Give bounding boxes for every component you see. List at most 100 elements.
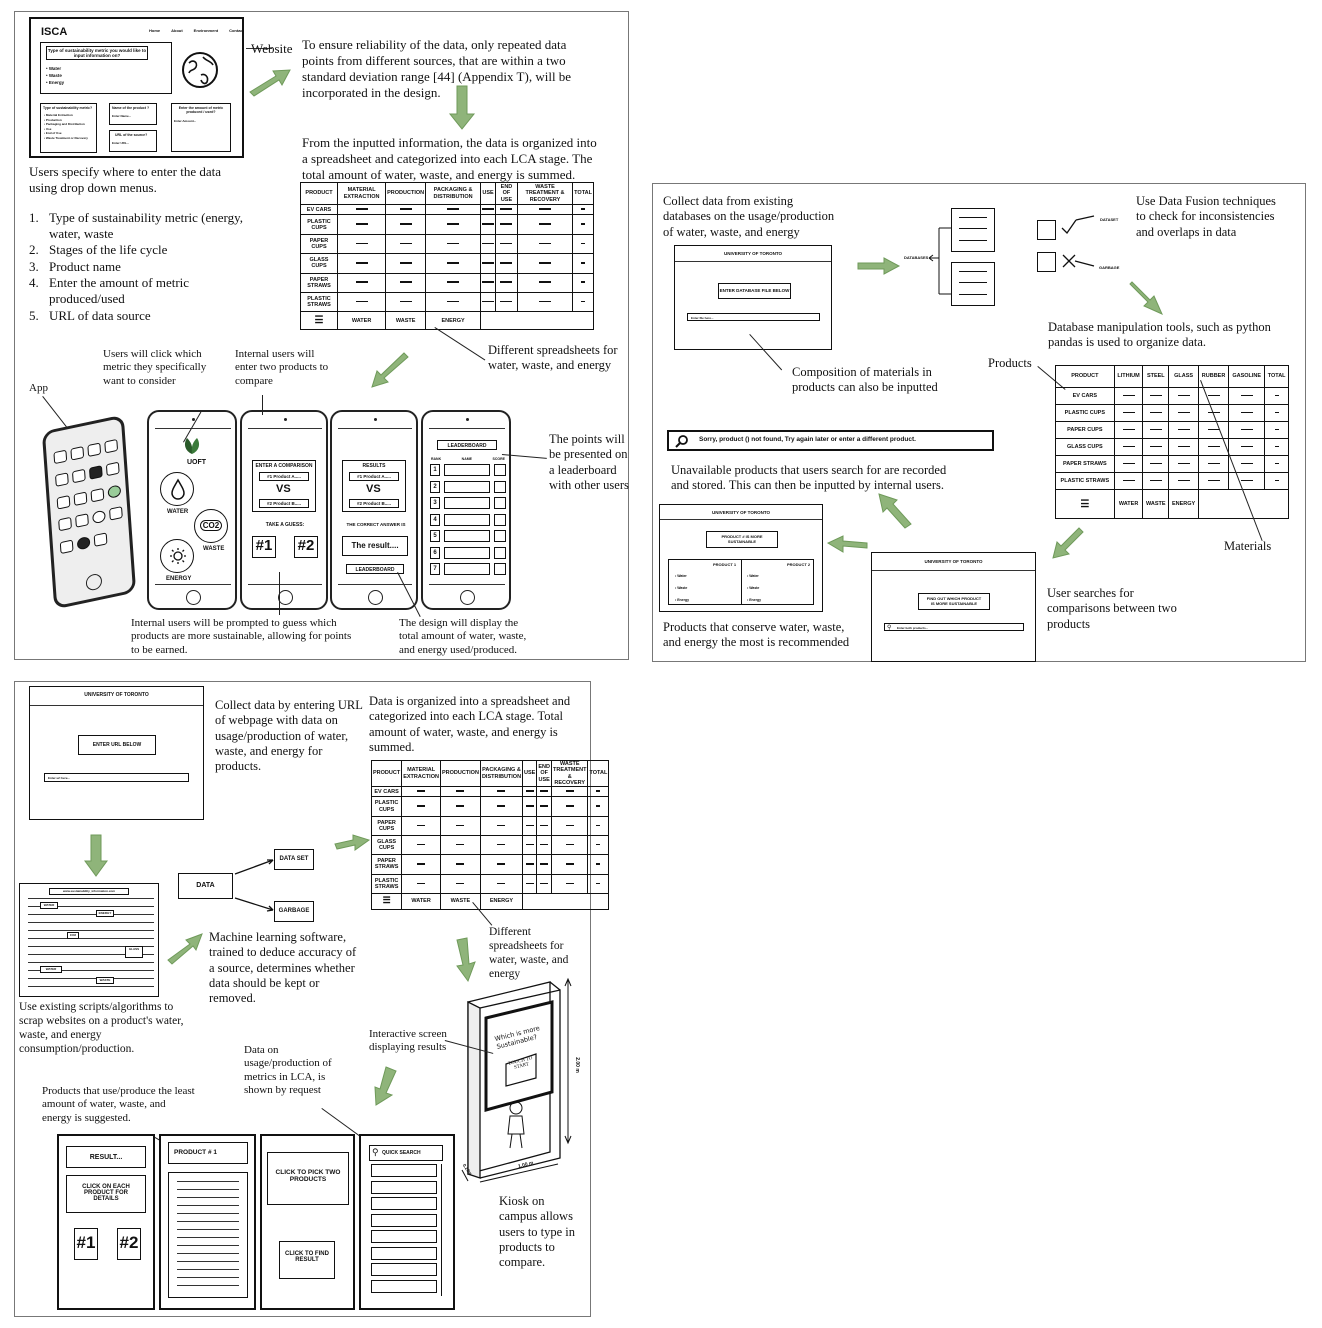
- arrow-icon: [1129, 281, 1163, 315]
- database-doc-icon: [951, 208, 995, 252]
- home-button[interactable]: [368, 590, 383, 605]
- table-row: PAPER STRAWS: [1055, 455, 1289, 473]
- field-url[interactable]: URL of the source? Enter URL...: [109, 130, 157, 152]
- search-result-row[interactable]: [371, 1279, 437, 1293]
- nav-contact[interactable]: Contact: [229, 28, 244, 33]
- result-1-button[interactable]: #1: [74, 1228, 98, 1260]
- file-input[interactable]: Enter file here...: [687, 313, 820, 321]
- scrollbar[interactable]: [441, 1164, 442, 1296]
- app-icon[interactable]: [59, 539, 74, 555]
- field-amount[interactable]: Enter the amount of metric produced / us…: [171, 103, 231, 152]
- water-drop-icon: [171, 478, 185, 500]
- table-header: MATERIAL EXTRACTION: [401, 760, 441, 787]
- quick-search-bar[interactable]: ⚲ QUICK SEARCH: [369, 1145, 443, 1161]
- result-2-button[interactable]: #2: [117, 1228, 141, 1260]
- app-icon[interactable]: [71, 468, 86, 484]
- search-result-row[interactable]: [371, 1164, 437, 1177]
- find-result-button[interactable]: CLICK TO FIND RESULT: [279, 1241, 335, 1279]
- results-phone: RESULTS #1 Product A..... VS #2 Product …: [330, 410, 418, 610]
- menu-icon[interactable]: ☰: [370, 892, 403, 911]
- app-icon[interactable]: [53, 449, 68, 465]
- enter-database-button[interactable]: ENTER DATABASE FILE BELOW: [718, 283, 791, 299]
- tab-water[interactable]: WATER: [1113, 489, 1144, 519]
- app-icon[interactable]: [107, 483, 122, 499]
- product-search-input[interactable]: ⚲ Enter both products...: [884, 623, 1024, 631]
- step-item: 2.Stages of the life cycle: [29, 242, 168, 258]
- search-result-row[interactable]: [371, 1230, 437, 1243]
- tab-water[interactable]: WATER: [401, 892, 441, 911]
- app-icon[interactable]: [58, 517, 72, 532]
- scrap-note: Use existing scripts/algorithms to scrap…: [19, 1001, 184, 1056]
- search-result-row[interactable]: [371, 1213, 437, 1227]
- text-line: [28, 898, 154, 899]
- app-icon[interactable]: [104, 438, 119, 454]
- app-icon[interactable]: [92, 510, 106, 525]
- app-icon[interactable]: [105, 461, 120, 476]
- menu-icon[interactable]: ☰: [299, 311, 339, 330]
- nav-environment[interactable]: Environment: [193, 28, 219, 33]
- water-button[interactable]: [160, 472, 194, 506]
- app-icon[interactable]: [75, 513, 89, 529]
- tab-energy[interactable]: ENERGY: [479, 892, 524, 911]
- search-result-row[interactable]: [371, 1197, 437, 1210]
- website-logo: ISCA: [41, 26, 68, 38]
- scrape-tag: GLASS: [125, 946, 143, 958]
- table-row: PLASTIC CUPS: [1055, 404, 1289, 422]
- search-result-row[interactable]: [371, 1246, 437, 1260]
- arrow-icon: [826, 535, 868, 553]
- app-grid: [53, 438, 125, 561]
- menu-icon[interactable]: ☰: [1055, 489, 1115, 519]
- home-button[interactable]: [186, 590, 201, 605]
- option-energy[interactable]: • Energy: [46, 80, 65, 86]
- url-input[interactable]: Enter url here...: [44, 773, 189, 782]
- app-icon[interactable]: [90, 487, 105, 503]
- app-icon[interactable]: [73, 491, 88, 506]
- enter-url-button[interactable]: ENTER URL BELOW: [78, 735, 156, 755]
- app-icon[interactable]: [76, 536, 91, 551]
- arrow-icon: [334, 834, 371, 851]
- prompt-note: Internal users will be prompted to guess…: [131, 617, 352, 656]
- product-b-input[interactable]: #2 Product B.....: [259, 499, 309, 508]
- waste-button[interactable]: CO2: [194, 509, 228, 543]
- table-header: GLASS: [1168, 365, 1199, 388]
- metric-question-box: Type of sustainability metric you would …: [40, 42, 172, 94]
- app-icon[interactable]: [109, 506, 123, 522]
- app-icon[interactable]: [70, 446, 85, 461]
- website-leader-line: [246, 48, 272, 49]
- option-water[interactable]: • Water: [46, 66, 62, 71]
- guess-2-button[interactable]: #2: [294, 536, 318, 558]
- database-doc-icon: [951, 262, 995, 306]
- table-header: PRODUCT: [1055, 365, 1115, 388]
- guess-1-button[interactable]: #1: [252, 536, 276, 558]
- product-a-input[interactable]: #1 Product A.....: [259, 472, 309, 481]
- app-icon[interactable]: [56, 494, 71, 510]
- conserve-note: Products that conserve water, waste, and…: [663, 620, 850, 650]
- table-header: PACKAGING & DISTRIBUTION: [479, 760, 524, 787]
- tab-energy[interactable]: ENERGY: [1168, 489, 1199, 519]
- app-icon[interactable]: [87, 442, 102, 458]
- tab-waste[interactable]: WASTE: [385, 311, 427, 330]
- website-nav: Home About Environment Contact: [149, 28, 244, 33]
- tab-water[interactable]: WATER: [337, 311, 387, 330]
- home-button[interactable]: [460, 590, 475, 605]
- option-waste[interactable]: • Waste: [46, 73, 62, 79]
- home-button[interactable]: [85, 572, 103, 592]
- home-button[interactable]: [278, 590, 293, 605]
- tab-waste[interactable]: WASTE: [439, 892, 481, 911]
- data-on-request-note: Data on usage/production of metrics in L…: [244, 1044, 332, 1097]
- app-icon[interactable]: [54, 472, 69, 487]
- field-product-name[interactable]: Name of the product ? Enter Name...: [109, 103, 157, 125]
- pick-two-button[interactable]: CLICK TO PICK TWO PRODUCTS: [267, 1152, 349, 1205]
- metric-question: Type of sustainability metric you would …: [46, 46, 148, 60]
- nav-about[interactable]: About: [171, 28, 183, 33]
- energy-button[interactable]: [160, 539, 194, 573]
- isca-app-icon[interactable]: [88, 464, 103, 480]
- tab-waste[interactable]: WASTE: [1142, 489, 1170, 519]
- search-result-row[interactable]: [371, 1263, 437, 1276]
- search-result-row[interactable]: [371, 1180, 437, 1194]
- nav-home[interactable]: Home: [149, 28, 161, 33]
- app-icon[interactable]: [93, 532, 108, 548]
- leaderboard-row: 4: [430, 513, 506, 526]
- leaderboard-button[interactable]: LEADERBOARD: [346, 564, 404, 574]
